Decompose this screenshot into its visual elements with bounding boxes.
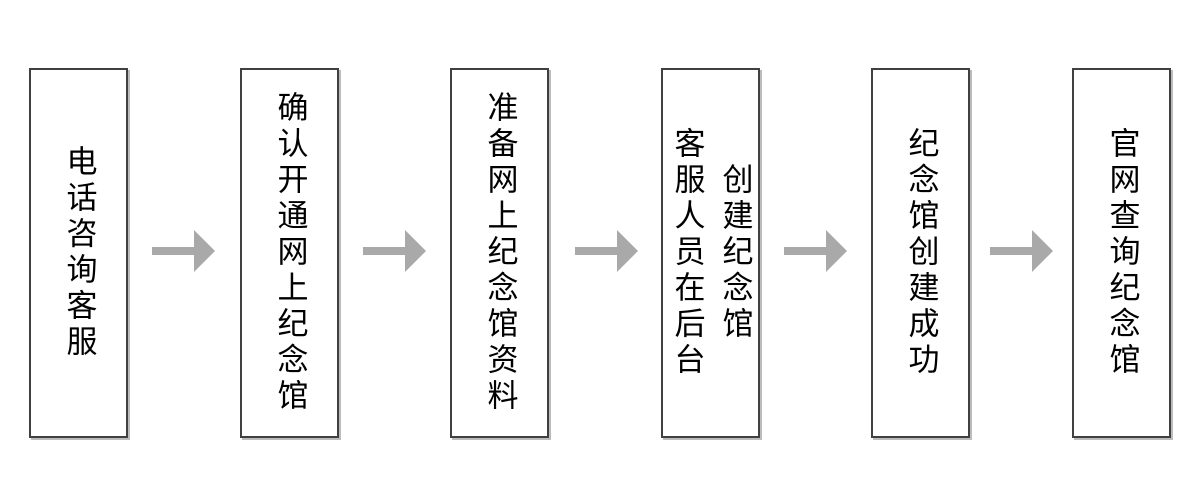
flow-step-label: 准备网上纪念馆资料 <box>481 91 518 415</box>
flow-step-phone-consult: 电话咨询客服 <box>29 68 128 438</box>
flow-step-label: 纪念馆创建成功 <box>902 127 939 379</box>
flow-step-label: 电话咨询客服 <box>60 145 97 361</box>
arrow-right-icon <box>363 230 426 272</box>
arrow-right-icon <box>575 230 638 272</box>
flow-step-query-official-site: 官网查询纪念馆 <box>1072 68 1171 438</box>
flow-step-create-success: 纪念馆创建成功 <box>871 68 970 438</box>
arrow-right-icon <box>990 230 1053 272</box>
flow-step-label: 确认开通网上纪念馆 <box>271 91 308 415</box>
flow-step-prepare-materials: 准备网上纪念馆资料 <box>450 68 549 438</box>
flow-step-backend-create: 客服人员在后台 创建纪念馆 <box>661 68 760 438</box>
arrow-right-icon <box>152 230 215 272</box>
flow-step-confirm-open: 确认开通网上纪念馆 <box>240 68 339 438</box>
flow-step-label-column-1: 客服人员在后台 <box>668 127 705 379</box>
flow-step-label: 官网查询纪念馆 <box>1103 127 1140 379</box>
flow-step-label-column-2: 创建纪念馆 <box>716 163 753 343</box>
arrow-right-icon <box>784 230 847 272</box>
